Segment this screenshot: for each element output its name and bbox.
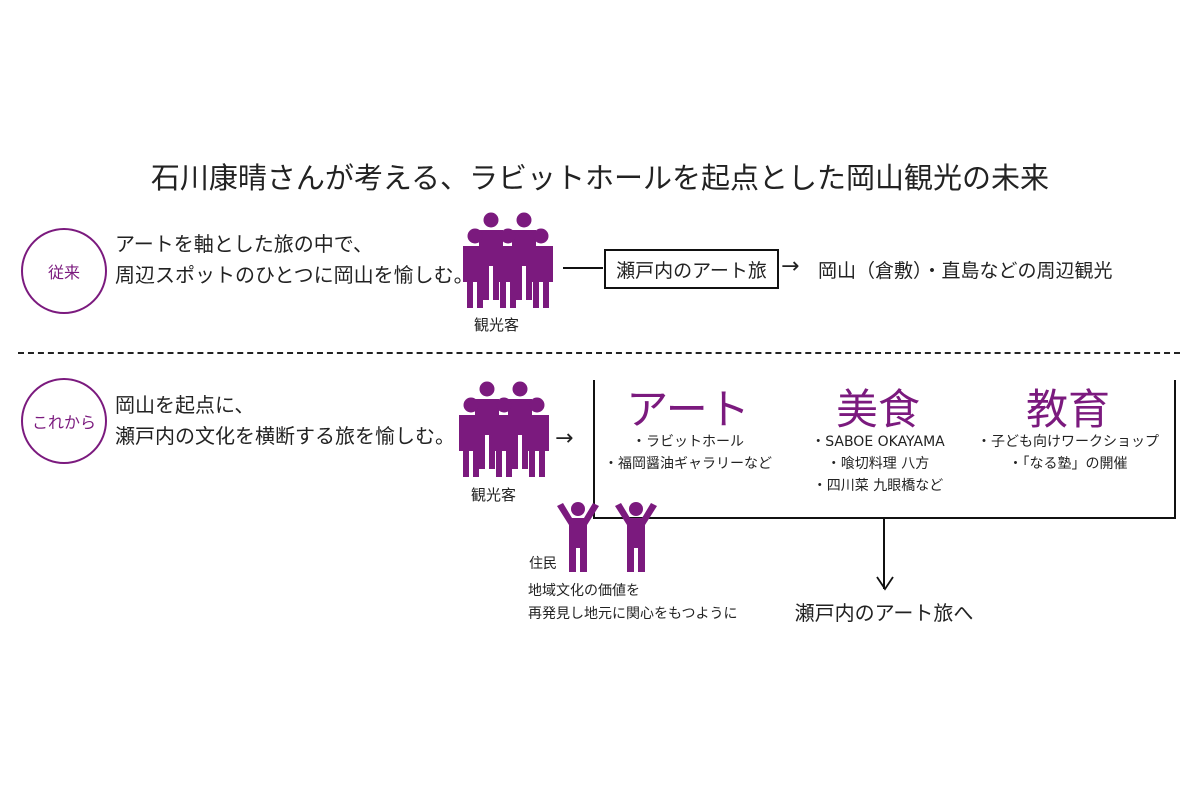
future-description: 岡山を起点に、 瀬戸内の文化を横断する旅を愉しむ。 bbox=[115, 390, 455, 452]
diagram-title: 石川康晴さんが考える、ラビットホールを起点とした岡山観光の未来 bbox=[150, 161, 1050, 195]
connector-line bbox=[563, 267, 603, 269]
bracket-right bbox=[1174, 380, 1176, 519]
past-badge: 従来 bbox=[21, 228, 107, 314]
divider bbox=[18, 352, 1180, 354]
category-education-items: ・子ども向けワークショップ ・「なる塾」の開催 bbox=[968, 431, 1168, 475]
residents-icon bbox=[557, 502, 657, 572]
tourists-label: 観光客 bbox=[471, 486, 517, 504]
past-line: 周辺スポットのひとつに岡山を愉しむ。 bbox=[115, 263, 474, 287]
category-education-title: 教育 bbox=[1025, 385, 1110, 434]
arrow-down-icon bbox=[876, 576, 894, 591]
item: ・「なる塾」の開催 bbox=[1008, 456, 1128, 472]
arrow-right-icon: → bbox=[781, 254, 800, 279]
residents-description: 地域文化の価値を 再発見し地元に関心をもつように bbox=[528, 580, 737, 626]
residents-line: 再発見し地元に関心をもつように bbox=[528, 606, 738, 622]
bracket-left bbox=[593, 380, 595, 519]
box-label: 瀬戸内のアート旅 bbox=[616, 259, 767, 282]
item: ・四川菜 九眼橋など bbox=[812, 478, 944, 494]
arrow-right-icon: → bbox=[555, 426, 574, 451]
past-result: 岡山（倉敷）・直島などの周辺観光 bbox=[818, 260, 1113, 282]
past-description: アートを軸とした旅の中で、 周辺スポットのひとつに岡山を愉しむ。 bbox=[115, 229, 474, 291]
item: ・SABOE OKAYAMA bbox=[811, 434, 945, 450]
tourists-icon bbox=[463, 212, 553, 308]
past-line: アートを軸とした旅の中で、 bbox=[115, 232, 373, 256]
future-badge: これから bbox=[21, 378, 107, 464]
future-result: 瀬戸内のアート旅へ bbox=[794, 601, 974, 625]
item: ・子ども向けワークショップ bbox=[977, 434, 1159, 450]
setouchi-art-trip-box: 瀬戸内のアート旅 bbox=[604, 249, 779, 289]
category-art-title: アート bbox=[626, 385, 750, 434]
tourists-label: 観光客 bbox=[474, 316, 520, 334]
item: ・福岡醤油ギャラリーなど bbox=[604, 456, 772, 472]
residents-line: 地域文化の価値を bbox=[528, 583, 640, 599]
tourists-icon bbox=[459, 381, 549, 477]
down-line bbox=[883, 519, 885, 589]
future-badge-label: これから bbox=[31, 413, 96, 432]
past-badge-label: 従来 bbox=[47, 263, 80, 282]
category-art-items: ・ラビットホール ・福岡醤油ギャラリーなど bbox=[588, 431, 788, 475]
item: ・ラビットホール bbox=[632, 434, 744, 450]
bracket-bottom bbox=[593, 517, 1176, 519]
future-line: 瀬戸内の文化を横断する旅を愉しむ。 bbox=[115, 424, 455, 448]
category-food-title: 美食 bbox=[835, 385, 920, 434]
future-line: 岡山を起点に、 bbox=[115, 393, 255, 417]
item: ・喰切料理 八方 bbox=[826, 456, 930, 472]
residents-label: 住民 bbox=[529, 556, 557, 572]
category-food-items: ・SABOE OKAYAMA ・喰切料理 八方 ・四川菜 九眼橋など bbox=[778, 431, 978, 497]
